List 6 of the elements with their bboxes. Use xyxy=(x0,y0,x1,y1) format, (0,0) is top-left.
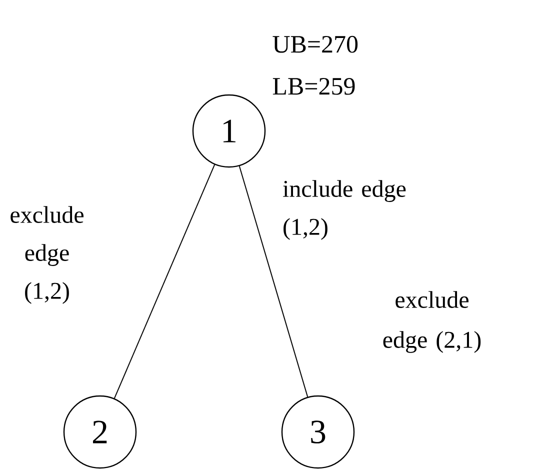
edge-label: include edge (1,2) xyxy=(282,179,408,241)
edge-label: exclude edge (1,2) xyxy=(0,205,96,305)
bound-label: UB=270 LB=259 xyxy=(272,36,358,95)
tree-edge xyxy=(238,166,308,398)
branch-note: exclude edge (2,1) xyxy=(383,291,481,353)
tree-edge xyxy=(114,164,216,399)
